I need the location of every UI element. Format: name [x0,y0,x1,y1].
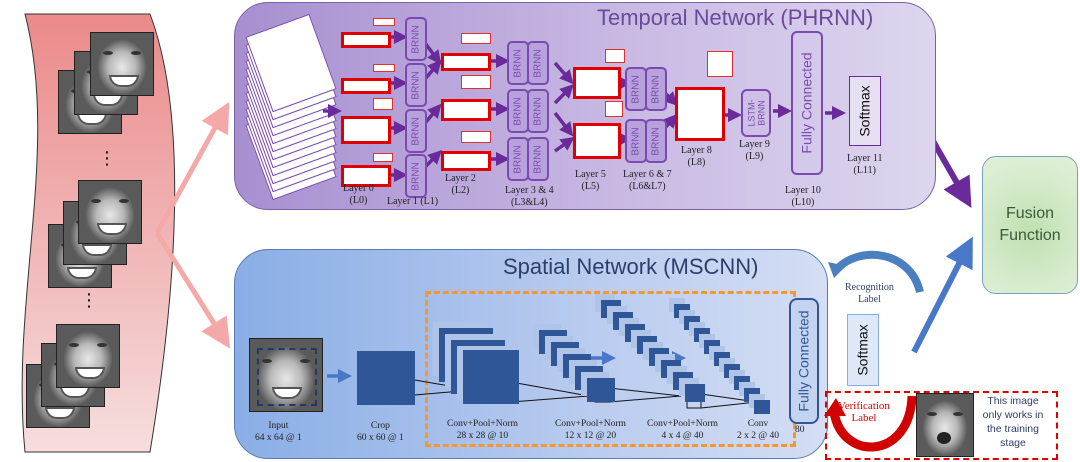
arrow-spatial-to-fusion [911,236,973,354]
fully-connected-layer: Fully Connected [789,298,819,424]
fc-units-label: 80 [795,425,805,435]
layer-label-l9: Layer 9(L9) [739,139,770,162]
brnn-l1: BRNN [405,154,427,198]
softmax-layer: Softmax [847,314,879,386]
part-box-l0-eyes [341,78,391,94]
feature-map [754,400,770,414]
brnn-l1: BRNN [405,63,427,107]
brnn-l7: BRNN [645,119,667,163]
training-stage-note: This image only works in the training st… [982,395,1044,449]
verification-loop-arrow [829,395,917,452]
fusion-label-line2: Function [999,227,1061,244]
input-face-image [249,338,323,412]
part-box-l2-nose [441,99,491,121]
face-frame [78,180,142,244]
input-sequence-strip: ⋮ ⋮ [0,0,250,462]
part-box-l0-eyebrows [341,32,391,48]
layer-label-l10: Layer 10(L10) [785,185,821,208]
layer-label-l11: Layer 11(L11) [847,153,883,176]
crop-feature-map [357,351,415,405]
layer-label-l3-l4: Layer 3 & 4(L3&L4) [505,185,554,208]
temporal-network-title: Temporal Network (PHRNN) [597,5,874,30]
layer-label-l1: Layer 1 (L1) [387,196,439,207]
part-box-l0-nose [341,116,391,144]
part-box-l0-mouth [341,165,391,187]
brnn-l4: BRNN [527,41,549,85]
part-box-l5-upper [573,67,621,99]
brnn-l1: BRNN [405,17,427,61]
layer-label-l6-l7: Layer 6 & 7(L6&L7) [623,169,672,192]
arrow-to-temporal [154,101,230,235]
brnn-l1: BRNN [405,109,427,153]
fully-connected-l10: Fully Connected [791,31,823,175]
verification-region [825,391,1058,460]
face-frame [56,324,120,388]
brnn-l4: BRNN [527,89,549,133]
temporal-network-panel: Temporal Network (PHRNN) [234,2,936,210]
training-face-image [916,393,974,457]
part-box-l8-whole-face [675,87,725,141]
arrow-to-spatial [154,231,231,349]
softmax-l11: Softmax [849,76,881,146]
brnn-l7: BRNN [645,67,667,111]
part-box-l2-mouth [441,151,491,171]
face-frame [90,32,154,96]
lstm-brnn-l9: LSTM-BRNN [741,89,771,137]
brnn-l4: BRNN [527,137,549,181]
recognition-loop-arrow [835,250,924,294]
layer-label-l8: Layer 8(L8) [681,145,712,168]
layer-label-l2: Layer 2(L2) [445,173,476,196]
fusion-label-line1: Fusion [1005,205,1055,222]
layer-label-l5: Layer 5(L5) [575,169,606,192]
feature-map [685,384,705,402]
part-box-l2-upper [441,53,491,71]
part-box-l5-lower [573,123,621,159]
spatial-network-title: Spatial Network (MSCNN) [503,254,759,279]
feature-map [587,378,615,402]
layer-label-l0: Layer 0(L0) [343,183,374,206]
crop-region-box [257,348,317,406]
